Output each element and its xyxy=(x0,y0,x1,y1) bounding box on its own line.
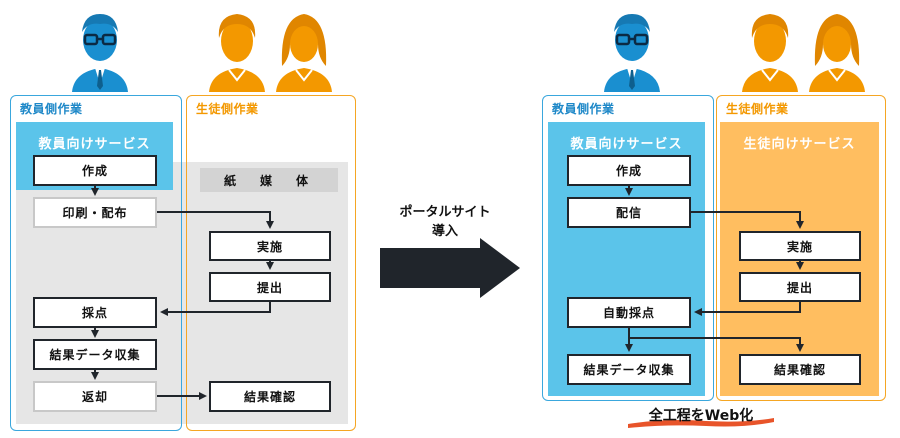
left-arrow-submit-grade xyxy=(160,302,271,316)
student-male-icon xyxy=(742,14,798,92)
left-step-submit: 提出 xyxy=(209,272,331,302)
right-student-service-title: 生徒向けサービス xyxy=(743,137,856,152)
right-step-collect-results: 結果データ収集 xyxy=(567,354,691,385)
right-student-label: 生徒側作業 xyxy=(726,102,789,116)
portal-text-line1: ポータルサイト xyxy=(399,205,491,220)
left-step-return: 返却 xyxy=(33,381,157,412)
paper-media-banner: 紙 媒 体 xyxy=(200,168,338,192)
left-step-check-results: 結果確認 xyxy=(209,381,331,412)
right-arrow-submit-grade xyxy=(694,302,801,316)
teacher-person-icon xyxy=(72,14,128,92)
right-step-create: 作成 xyxy=(567,155,691,186)
left-student-frame xyxy=(186,95,356,431)
left-step-implement: 実施 xyxy=(209,231,331,261)
right-step-submit: 提出 xyxy=(739,272,861,302)
right-teacher-label: 教員側作業 xyxy=(552,102,615,116)
student-female-icon xyxy=(276,14,332,92)
left-step-collect-results: 結果データ収集 xyxy=(33,339,157,370)
portal-text-line2: 導入 xyxy=(431,224,458,239)
right-step-implement: 実施 xyxy=(739,231,861,261)
right-step-distribute: 配信 xyxy=(567,197,691,228)
right-step-check-results: 結果確認 xyxy=(739,354,861,385)
teacher-person-icon xyxy=(604,14,660,92)
arrow-right-icon xyxy=(380,238,520,298)
right-teacher-service-title: 教員向けサービス xyxy=(570,137,683,152)
left-teacher-frame xyxy=(10,95,182,431)
student-female-icon xyxy=(809,14,865,92)
left-arrow-print-implement xyxy=(157,211,274,229)
right-step-auto-grade: 自動採点 xyxy=(567,297,691,328)
student-male-icon xyxy=(209,14,265,92)
left-step-print-distribute: 印刷・配布 xyxy=(33,197,157,228)
portal-intro-text: ポータルサイト 導入 xyxy=(370,203,520,241)
left-teacher-service-title: 教員向けサービス xyxy=(38,137,151,152)
caption-brush-underline xyxy=(628,418,774,428)
right-arrow-distribute-implement xyxy=(691,211,804,229)
right-teacher-frame xyxy=(542,95,714,401)
left-teacher-label: 教員側作業 xyxy=(20,102,83,116)
left-step-grade: 採点 xyxy=(33,297,157,328)
right-arrow-grade-check xyxy=(629,337,804,352)
right-student-frame xyxy=(716,95,886,401)
left-step-create: 作成 xyxy=(33,155,157,186)
web-conversion-caption: 全工程をWeb化 xyxy=(648,408,754,424)
left-student-label: 生徒側作業 xyxy=(196,102,259,116)
